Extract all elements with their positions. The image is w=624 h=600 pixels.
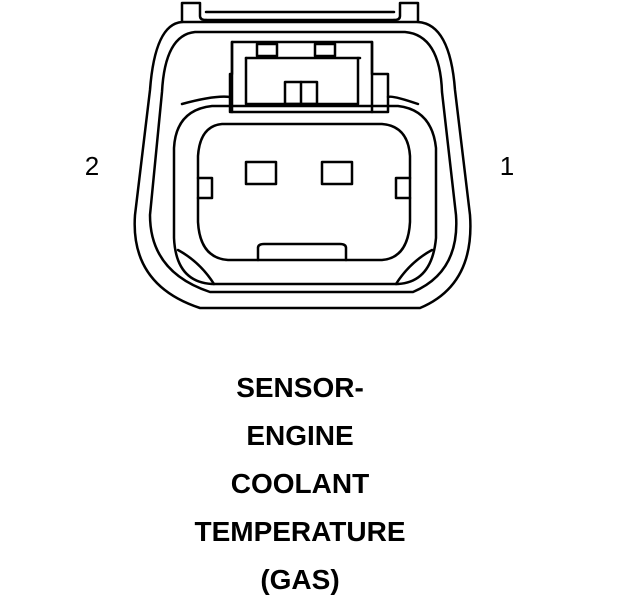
housing-outer-shell: [133, 20, 472, 310]
depth-line-left: [176, 248, 216, 286]
latch-frame: [228, 40, 390, 114]
seal-shoulder-right: [386, 95, 420, 106]
latch-slot-left: [255, 42, 279, 58]
depth-line-right: [394, 248, 434, 286]
key-bump-right: [394, 176, 412, 200]
caption-line-2: ENGINE: [246, 420, 353, 451]
seal-shoulder-left: [180, 95, 232, 106]
connector-housing: [133, 1, 472, 310]
connector-caption: SENSOR- ENGINE COOLANT TEMPERATURE (GAS): [194, 372, 405, 595]
latch-slot-right: [313, 42, 337, 58]
caption-line-4: TEMPERATURE: [194, 516, 405, 547]
cavity-outer-wall: [172, 104, 438, 286]
caption-line-5: (GAS): [260, 564, 339, 595]
caption-line-1: SENSOR-: [236, 372, 364, 403]
terminal-slot-pin-2: [244, 160, 278, 186]
housing-inner-shell: [148, 30, 458, 294]
left-ear: [180, 1, 208, 24]
pin-label-left: 2: [85, 151, 99, 181]
right-ear: [392, 1, 420, 24]
pin-label-right: 1: [500, 151, 514, 181]
cavity-inner-wall: [196, 122, 412, 262]
caption-line-3: COOLANT: [231, 468, 369, 499]
terminal-slot-pin-1: [320, 160, 354, 186]
polarization-key: [256, 242, 348, 262]
key-bump-left: [196, 176, 214, 200]
